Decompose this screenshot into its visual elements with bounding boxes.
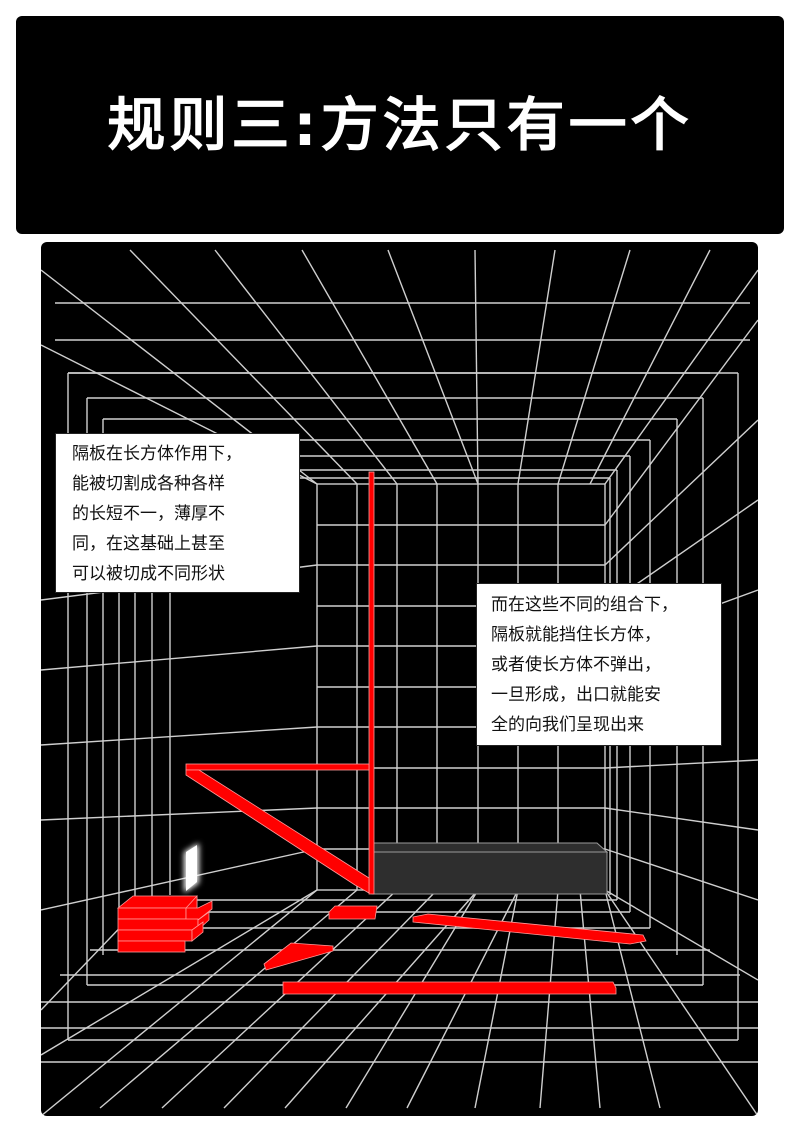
room-illustration [41,249,758,1116]
red-triangle-board [263,942,334,971]
caption-line: 隔板在长方体作用下， [72,444,242,464]
red-partitions [116,471,647,995]
caption-line: 隔板就能挡住长方体， [491,625,661,645]
stacked-red-boards [116,894,213,953]
long-slanted-red-board [412,913,647,945]
vertical-red-pole [368,471,375,895]
glowing-exit [184,843,199,893]
perspective-grid [41,249,758,1116]
gray-block [371,842,609,895]
caption-line: 同，在这基础上甚至 [72,534,225,554]
long-front-red-board [282,981,617,995]
caption-line: 可以被切成不同形状 [72,564,225,584]
caption-left: 隔板在长方体作用下， 能被切割成各种各样 的长短不一，薄厚不 同，在这基础上甚至… [55,433,300,593]
diagonal-red-board [185,769,370,894]
page-title: 规则三:方法只有一个 [107,91,693,159]
small-red-square-board [328,905,378,920]
caption-right: 而在这些不同的组合下， 隔板就能挡住长方体， 或者使长方体不弹出， 一旦形成，出… [476,583,722,746]
caption-line: 或者使长方体不弹出， [491,655,661,675]
caption-line: 全的向我们呈现出来 [491,715,644,735]
caption-line: 一旦形成，出口就能安 [491,685,661,705]
caption-line: 能被切割成各种各样 [72,474,225,494]
horizontal-red-board [185,763,370,771]
title-panel: 规则三:方法只有一个 [16,16,784,234]
caption-line: 而在这些不同的组合下， [491,595,678,615]
caption-line: 的长短不一，薄厚不 [72,504,225,524]
